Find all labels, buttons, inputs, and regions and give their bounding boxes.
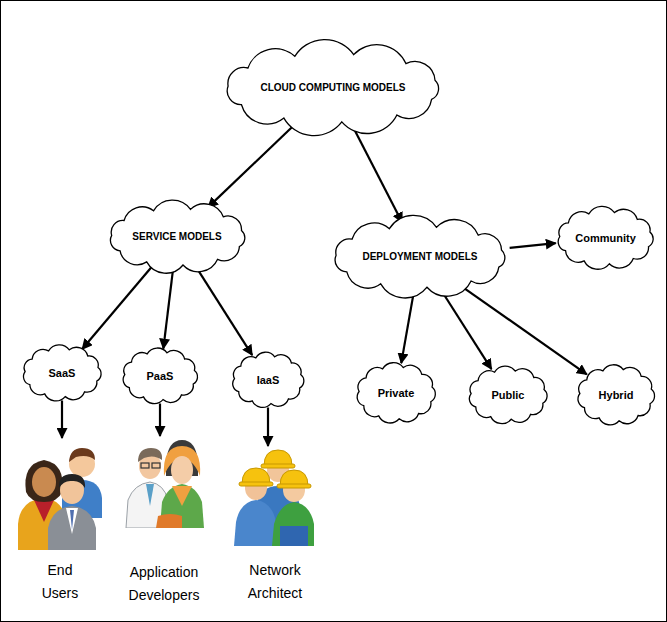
group-label: Application Developers <box>116 561 212 606</box>
cloud-label: PaaS <box>147 370 174 383</box>
cloud-path <box>558 206 653 269</box>
cloud-path <box>357 363 435 423</box>
cloud-node: DEPLOYMENT MODELS <box>320 216 520 298</box>
user-group: Network Architect <box>228 446 322 604</box>
cloud-label: SERVICE MODELS <box>132 231 221 243</box>
cloud-label: DEPLOYMENT MODELS <box>362 251 477 263</box>
cloud-label: Private <box>378 387 415 400</box>
arrow-connector <box>510 243 556 248</box>
arrow-connector <box>208 125 294 207</box>
arrow-connector <box>401 292 414 363</box>
cloud-path <box>335 215 505 298</box>
arrow-connector <box>267 408 269 446</box>
arrow-connector <box>61 401 63 438</box>
architects-picture <box>234 446 316 546</box>
person <box>272 470 314 546</box>
cloud-node: CLOUD COMPUTING MODELS <box>208 42 458 134</box>
group-label: End Users <box>28 559 92 604</box>
cloud-node: Community <box>551 203 660 273</box>
cloud-path <box>233 352 304 407</box>
arrow-connector <box>163 270 173 349</box>
cloud-node: SERVICE MODELS <box>99 199 256 275</box>
cloud-node: SaaS <box>18 341 106 405</box>
cloud-path <box>469 366 547 423</box>
arrow-connector <box>197 268 252 355</box>
cloud-label: IaaS <box>257 374 280 387</box>
cloud-label: Community <box>575 232 636 245</box>
cloud-node: IaaS <box>228 348 308 412</box>
person <box>156 440 204 528</box>
cloud-path <box>110 200 244 273</box>
cloud-node: Private <box>352 358 440 428</box>
arrow-connector <box>353 127 402 222</box>
end-users-picture <box>14 438 106 550</box>
cloud-path <box>227 40 438 136</box>
cloud-label: CLOUD COMPUTING MODELS <box>260 82 405 94</box>
arrow-connector <box>464 288 587 374</box>
user-group: End Users <box>12 438 108 604</box>
cloud-node: Public <box>464 362 552 428</box>
cloud-path <box>578 365 655 425</box>
cloud-path <box>123 348 197 404</box>
cloud-node: Hybrid <box>573 360 659 430</box>
person <box>48 474 96 550</box>
developers-picture <box>124 436 204 528</box>
arrow-connector <box>159 404 161 436</box>
cloud-node: PaaS <box>118 344 202 408</box>
cloud-label: Public <box>491 389 524 402</box>
cloud-path <box>23 345 101 401</box>
user-group: Application Developers <box>116 436 212 606</box>
arrow-connector <box>82 268 151 350</box>
cloud-label: Hybrid <box>599 389 634 402</box>
cloud-label: SaaS <box>49 367 76 380</box>
person <box>234 468 276 546</box>
group-label: Network Architect <box>228 559 322 604</box>
